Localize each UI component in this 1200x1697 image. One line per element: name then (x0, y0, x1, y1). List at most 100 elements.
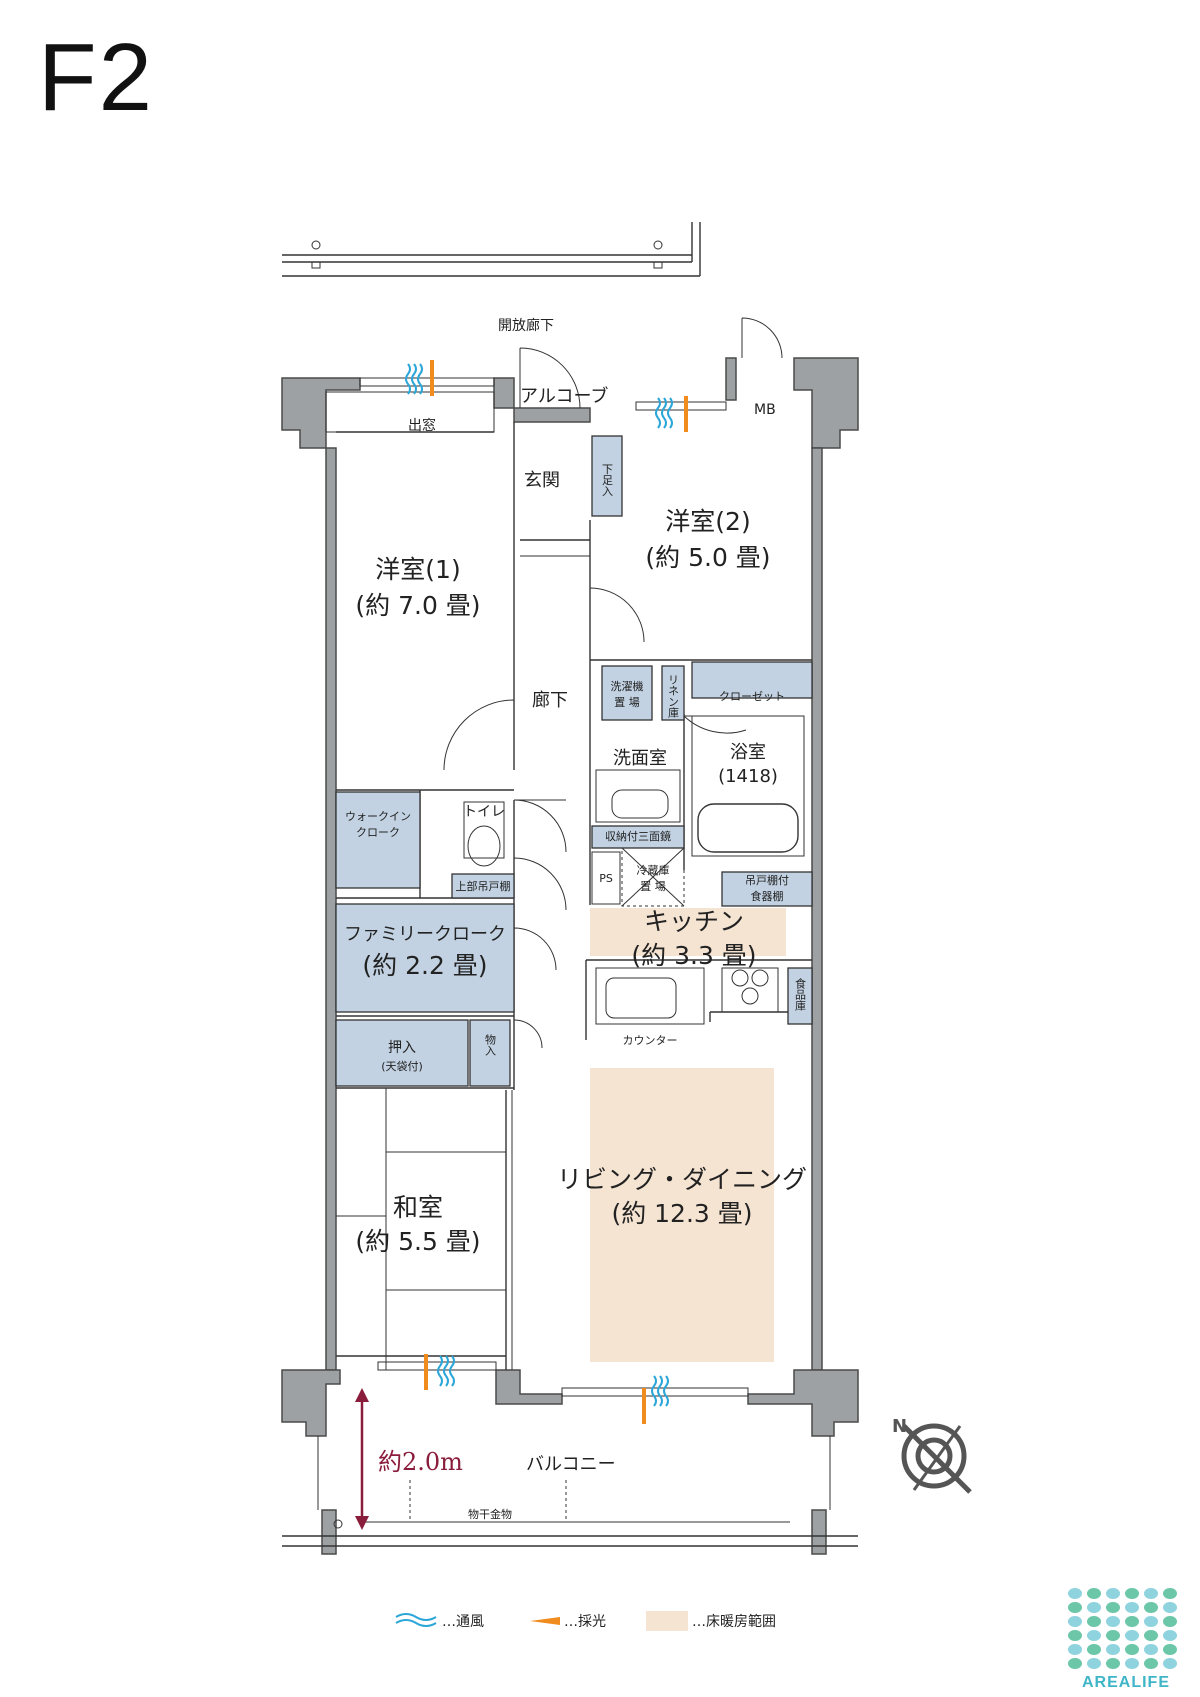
logo-dot (1087, 1630, 1101, 1641)
logo-dot (1163, 1644, 1177, 1655)
label-wall-cab-1: 吊戸棚付 (745, 873, 789, 887)
label-fridge-1: 冷蔵庫 (637, 863, 670, 877)
label-oshiire-1: 押入 (388, 1040, 416, 1056)
plan-title: F2 (38, 24, 155, 131)
label-washroom: 洗面室 (613, 748, 667, 769)
label-hallway: 廊下 (532, 690, 568, 711)
label-closet: クローゼット (719, 690, 785, 703)
legend-wind: …通風 (442, 1614, 484, 1630)
logo-dot (1125, 1588, 1139, 1599)
japanese-size: (約 5.5 畳) (355, 1227, 480, 1256)
logo-dot (1087, 1616, 1101, 1627)
storage-areas (335, 435, 813, 1087)
fixtures (463, 715, 805, 1025)
brand-logo (1066, 1588, 1186, 1692)
family-closet-name: ファミリークローク (344, 924, 506, 945)
label-wic-2: クローク (356, 826, 400, 839)
western2-name: 洋室(2) (665, 507, 750, 536)
western2-size: (約 5.0 畳) (645, 543, 770, 572)
logo-dot (1125, 1630, 1139, 1641)
logo-dot (1106, 1588, 1120, 1599)
logo-dot (1125, 1616, 1139, 1627)
label-balcony-depth: 約2.0m (378, 1448, 463, 1476)
balcony-dimension (355, 1388, 369, 1530)
western1-size: (約 7.0 畳) (355, 591, 480, 620)
label-washer-1: 洗濯機 (611, 679, 644, 693)
label-storage: 物入 (484, 1033, 497, 1056)
label-toilet-shelf: 上部吊戸棚 (456, 879, 511, 893)
logo-dot (1163, 1616, 1177, 1627)
logo-dot (1068, 1602, 1082, 1613)
label-corridor: 開放廊下 (498, 317, 554, 334)
logo-dot (1087, 1644, 1101, 1655)
japanese-name: 和室 (393, 1193, 443, 1222)
logo-dot (1068, 1630, 1082, 1641)
logo-dot (1144, 1658, 1158, 1669)
logo-dot (1144, 1616, 1158, 1627)
logo-dot (1144, 1588, 1158, 1599)
label-alcove: アルコーブ (520, 385, 608, 407)
structural-walls (281, 357, 859, 1555)
compass-icon (901, 1423, 972, 1494)
logo-dot (1163, 1630, 1177, 1641)
logo-dot (1087, 1658, 1101, 1669)
logo-dot (1106, 1616, 1120, 1627)
label-bay-window: 出窓 (408, 417, 436, 434)
western1-name: 洋室(1) (375, 555, 460, 584)
label-wic-1: ウォークイン (345, 810, 411, 823)
logo-dot (1087, 1588, 1101, 1599)
logo-dot (1106, 1630, 1120, 1641)
label-washer-2: 置 場 (614, 696, 640, 709)
label-linen: リネン庫 (667, 674, 680, 719)
label-counter: カウンター (623, 1034, 678, 1047)
doors (443, 317, 783, 1060)
floor-heating (590, 908, 786, 1362)
corridor-railing (282, 222, 701, 277)
logo-dot (1125, 1644, 1139, 1655)
label-oshiire-2: (天袋付) (381, 1059, 423, 1073)
logo-dot (1068, 1658, 1082, 1669)
label-ps: PS (599, 872, 613, 885)
logo-dot (1144, 1644, 1158, 1655)
label-pantry: 食品庫 (794, 977, 807, 1012)
legend-icons (395, 1611, 688, 1631)
label-fridge-2: 置 場 (640, 880, 666, 893)
family-closet-size: (約 2.2 畳) (362, 951, 487, 980)
bath-size: (1418) (718, 766, 778, 787)
ld-name: リビング・ダイニング (557, 1165, 807, 1194)
logo-dot (1125, 1658, 1139, 1669)
logo-dot (1106, 1644, 1120, 1655)
label-vanity: 収納付三面鏡 (605, 829, 671, 843)
label-shoe-box: 下足入 (601, 464, 614, 497)
logo-dot (1068, 1616, 1082, 1627)
logo-dot (1144, 1630, 1158, 1641)
logo-dot (1125, 1602, 1139, 1613)
balcony-railing (282, 1436, 858, 1547)
label-mb: MB (754, 402, 776, 418)
legend-light: …採光 (564, 1614, 606, 1630)
logo-dot (1163, 1602, 1177, 1613)
logo-dot (1163, 1658, 1177, 1669)
logo-dot (1144, 1602, 1158, 1613)
ventilation-indicators (405, 360, 688, 1424)
label-wall-cab-2: 食器棚 (751, 889, 784, 903)
logo-dot (1068, 1644, 1082, 1655)
kitchen-size: (約 3.3 畳) (631, 941, 756, 970)
label-north: N (892, 1416, 907, 1437)
label-laundry-hanger: 物干金物 (468, 1507, 512, 1521)
logo-dot (1106, 1658, 1120, 1669)
interior-walls (336, 422, 812, 1370)
legend-floor-heating: …床暖房範囲 (692, 1613, 776, 1630)
label-entrance: 玄関 (524, 470, 560, 491)
label-toilet: トイレ (463, 804, 505, 820)
logo-dot (1068, 1588, 1082, 1599)
kitchen-name: キッチン (644, 907, 744, 936)
bath-name: 浴室 (730, 742, 766, 763)
logo-dot (1087, 1602, 1101, 1613)
logo-text: AREALIFE (1082, 1674, 1170, 1691)
ld-size: (約 12.3 畳) (611, 1199, 752, 1228)
logo-dot (1106, 1602, 1120, 1613)
logo-dot (1163, 1588, 1177, 1599)
label-balcony: バルコニー (526, 1454, 616, 1475)
